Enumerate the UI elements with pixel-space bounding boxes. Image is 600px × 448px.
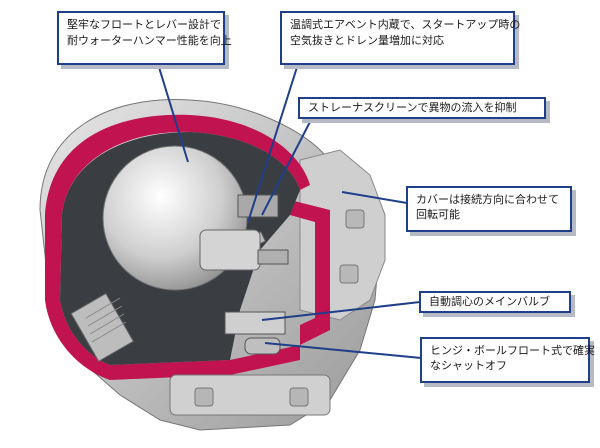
- callout-shutoff-line2: なシャットオフ: [430, 359, 507, 372]
- callout-cover: カバーは接続方向に合わせて 回転可能: [406, 186, 572, 232]
- leader-main-valve: [261, 301, 421, 321]
- callout-float-line1: 堅牢なフロートとレバー設計で: [67, 18, 221, 31]
- base-flange-bolt: [194, 387, 214, 407]
- callout-float: 堅牢なフロートとレバー設計で 耐ウォーターハンマー性能を向上: [57, 11, 232, 65]
- inlet-thread: [85, 297, 127, 343]
- cut-section: [45, 114, 310, 380]
- callout-main-valve-line1: 自動調心のメインバルブ: [429, 295, 550, 308]
- callout-cover-line2: 回転可能: [416, 208, 460, 221]
- cover-bolt: [339, 264, 359, 284]
- callout-float-line2: 耐ウォーターハンマー性能を向上: [67, 34, 232, 47]
- strainer-screen: [237, 194, 279, 218]
- callout-air-vent-line1: 温調式エアベント内蔵で、スタートアップ時の: [290, 18, 521, 31]
- callout-strainer-line1: ストレーナスクリーンで異物の流入を抑制: [308, 101, 517, 114]
- leader-lines: [157, 63, 422, 359]
- callout-main-valve: 自動調心のメインバルブ: [419, 291, 571, 313]
- cover-housing: [299, 149, 386, 321]
- air-vent-element: [199, 229, 261, 271]
- callout-air-vent: 温調式エアベント内蔵で、スタートアップ時の 空気抜きとドレン量増加に対応: [280, 11, 521, 65]
- leader-shutoff: [264, 342, 422, 359]
- callout-shutoff-line1: ヒンジ・ボールフロート式で確実: [430, 344, 595, 357]
- leader-strainer: [261, 117, 313, 216]
- cover-bolt: [345, 209, 365, 229]
- callout-cover-line1: カバーは接続方向に合わせて: [416, 193, 559, 206]
- inlet-connection: [70, 292, 135, 362]
- leader-cover: [341, 191, 408, 204]
- air-vent-screw: [257, 249, 289, 265]
- callout-strainer: ストレーナスクリーンで異物の流入を抑制: [298, 97, 546, 119]
- base-flange-bolt: [289, 387, 309, 407]
- leader-float: [157, 63, 189, 163]
- cut-section: [110, 345, 300, 380]
- callout-shutoff: ヒンジ・ボールフロート式で確実 なシャットオフ: [420, 337, 595, 383]
- main-valve-seat: [224, 311, 286, 335]
- cut-section: [290, 200, 330, 345]
- shutoff-ball: [244, 337, 281, 355]
- leader-air-vent: [247, 63, 299, 223]
- callout-air-vent-line2: 空気抜きとドレン量増加に対応: [290, 34, 444, 47]
